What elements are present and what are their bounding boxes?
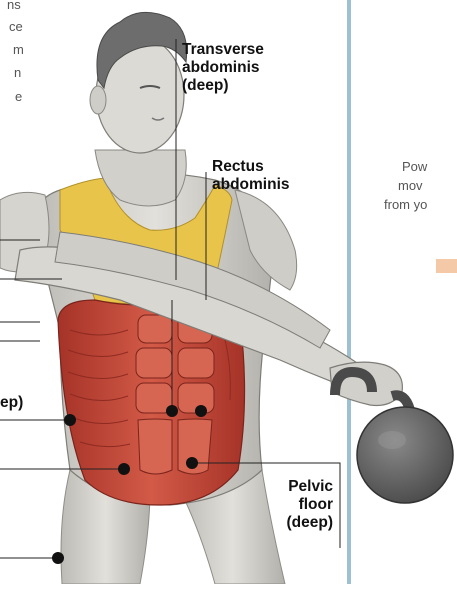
dot-obliques [118,463,130,475]
label-pelvic-floor: Pelvic floor (deep) [287,478,334,532]
dot-lower [52,552,64,564]
page-divider [347,0,351,584]
dot-rectus-2 [195,405,207,417]
label-line: ep) [0,394,23,412]
label-line: floor [287,496,334,514]
text-line: ce [9,18,23,35]
label-left-partial: ep) [0,394,23,412]
text-line: n [14,64,21,81]
text-line: from yo [384,196,427,213]
text-line: ns [7,0,21,13]
label-line: (deep) [182,77,264,95]
dot-pelvic [186,457,198,469]
label-transverse-abdominis: Transverse abdominis (deep) [182,41,264,95]
head [90,12,187,153]
text-line: mov [398,177,423,194]
peach-accent-bar [436,259,457,273]
label-line: Pelvic [287,478,334,496]
text-line: e [15,88,22,105]
label-rectus-abdominis: Rectus abdominis [212,158,290,194]
label-line: (deep) [287,514,334,532]
label-line: Rectus [212,158,290,176]
cropped-text-right: Pow mov from yo [370,158,457,228]
label-line: abdominis [212,176,290,194]
text-line: m [13,41,24,58]
dot-deep-left [64,414,76,426]
label-line: abdominis [182,59,264,77]
dot-rectus-1 [166,405,178,417]
label-line: Transverse [182,41,264,59]
text-line: Pow [402,158,427,175]
